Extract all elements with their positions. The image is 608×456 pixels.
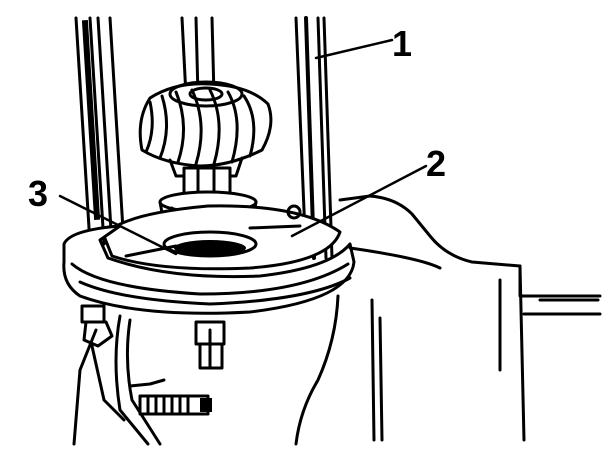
press-body [294,194,602,446]
callout-2-label: 2 [426,143,447,184]
callout-3-label: 3 [28,173,49,214]
split-plate-item-2 [102,204,342,271]
left-clamp [80,304,126,422]
left-guide-posts [74,16,126,248]
pinion-gear [138,80,273,178]
callout-1-label: 1 [392,23,413,64]
lower-screw [128,378,212,416]
press-table [62,224,356,315]
leader-lines [58,38,428,256]
shaft-collar [182,166,232,196]
lower-stem [72,314,226,446]
